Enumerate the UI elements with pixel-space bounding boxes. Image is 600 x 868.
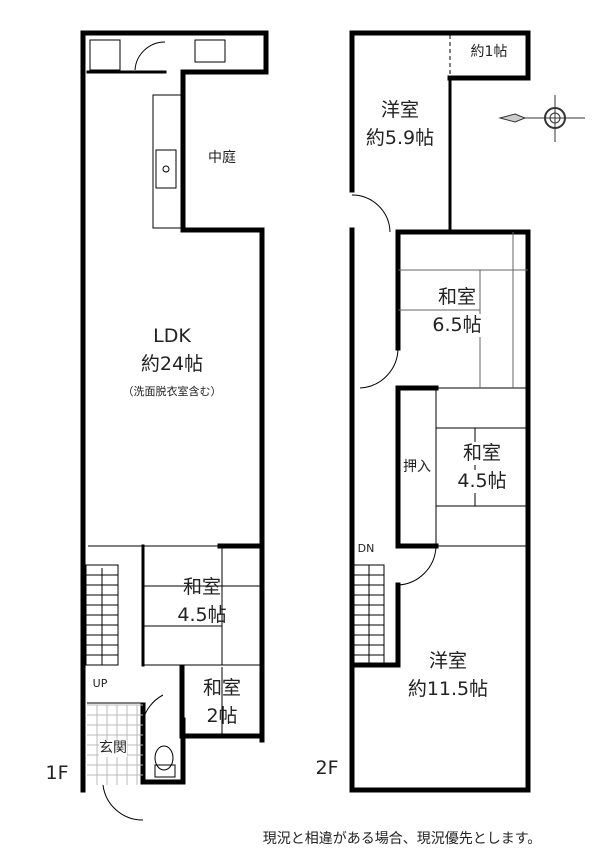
washitsu65-size: 6.5帖 xyxy=(432,314,482,337)
floor1-label: 1F xyxy=(45,762,69,784)
storage-size: 約1帖 xyxy=(470,44,508,60)
ldk-label: LDK xyxy=(153,325,191,347)
courtyard-label: 中庭 xyxy=(208,150,236,166)
ldk-note: （洗面脱衣室含む） xyxy=(122,385,222,398)
disclaimer-note: 現況と相違がある場合、現況優先とします。 xyxy=(262,831,542,847)
washitsu45-label: 和室 xyxy=(462,442,502,465)
washitsu-1f-size: 4.5帖 xyxy=(177,604,227,626)
washitsu65-label: 和室 xyxy=(437,286,477,309)
washitsu-1f-label: 和室 xyxy=(182,576,222,598)
compass-icon xyxy=(498,95,585,142)
fixtures-1f xyxy=(85,39,262,821)
washitsu45-size: 4.5帖 xyxy=(457,470,507,493)
entrance-label: 玄関 xyxy=(99,740,127,757)
fixtures-2f xyxy=(351,35,528,666)
western1-size: 約5.9帖 xyxy=(365,127,435,149)
western2-label: 洋室 xyxy=(428,650,468,672)
washitsu2-label: 和室 xyxy=(202,677,242,699)
walls-2f xyxy=(349,30,531,793)
western1-label: 洋室 xyxy=(380,99,420,121)
ldk-size: 約24帖 xyxy=(140,353,204,375)
walls-1f xyxy=(80,30,269,793)
washitsu2-size: 2帖 xyxy=(206,705,238,727)
closet-label: 押入 xyxy=(403,459,431,475)
floor2-label: 2F xyxy=(315,757,339,779)
stairs-up-label: UP xyxy=(92,677,108,690)
western2-size: 約11.5帖 xyxy=(407,678,489,700)
stairs-down-label: DN xyxy=(357,542,375,555)
